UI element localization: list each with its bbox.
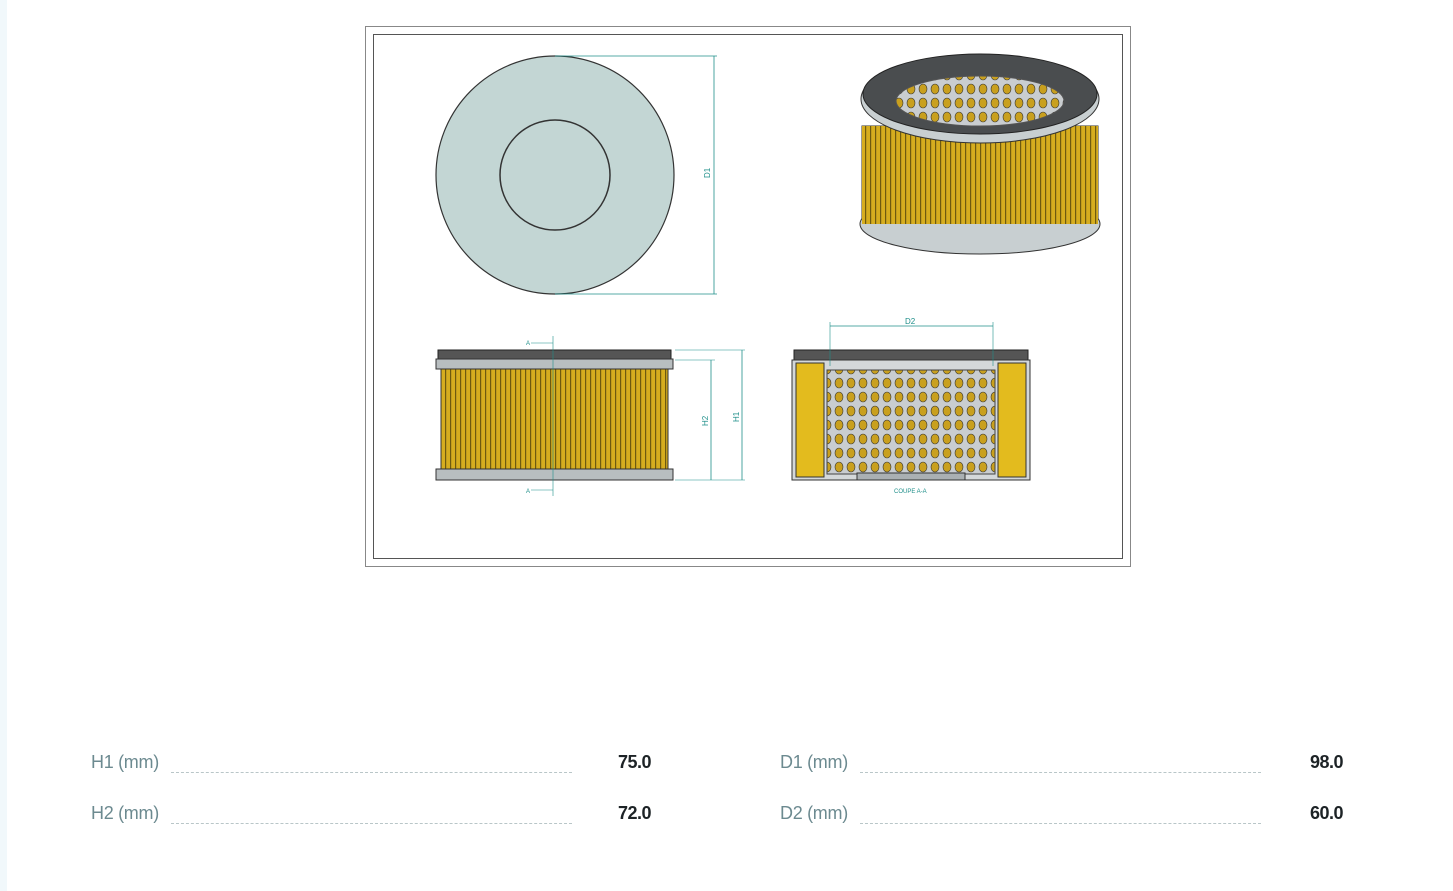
top-view: D1 bbox=[435, 55, 717, 295]
spec-label: H1 (mm) bbox=[91, 752, 159, 772]
spec-d1: D1 (mm) 98.0 bbox=[780, 752, 1350, 782]
spec-value: 60.0 bbox=[1309, 803, 1344, 823]
leader-dots bbox=[860, 772, 1261, 773]
spec-value: 75.0 bbox=[617, 752, 652, 772]
section-mark-bottom: A bbox=[526, 489, 530, 495]
spec-label: D1 (mm) bbox=[780, 752, 848, 772]
section-title: COUPE A-A bbox=[894, 489, 927, 495]
spec-label: D2 (mm) bbox=[780, 803, 848, 823]
iso-view bbox=[859, 53, 1101, 255]
spec-h1: H1 (mm) 75.0 bbox=[91, 752, 661, 782]
page-edge bbox=[0, 0, 7, 891]
dim-h1: H1 bbox=[732, 411, 741, 422]
spec-d2: D2 (mm) 60.0 bbox=[780, 803, 1350, 833]
leader-dots bbox=[171, 823, 572, 824]
section-mark-top: A bbox=[526, 341, 530, 347]
dim-d2: D2 bbox=[905, 317, 916, 326]
spec-value: 72.0 bbox=[617, 803, 652, 823]
spec-value: 98.0 bbox=[1309, 752, 1344, 772]
spec-h2: H2 (mm) 72.0 bbox=[91, 803, 661, 833]
leader-dots bbox=[171, 772, 572, 773]
side-view: A A H2 H1 bbox=[435, 336, 745, 496]
dim-d1: D1 bbox=[703, 167, 712, 178]
section-view: D2 COUPE A-A bbox=[791, 317, 1031, 495]
spec-label: H2 (mm) bbox=[91, 803, 159, 823]
dim-h2: H2 bbox=[701, 415, 710, 426]
leader-dots bbox=[860, 823, 1261, 824]
technical-drawing: D1 A A H2 H1 D2 bbox=[365, 26, 1131, 567]
